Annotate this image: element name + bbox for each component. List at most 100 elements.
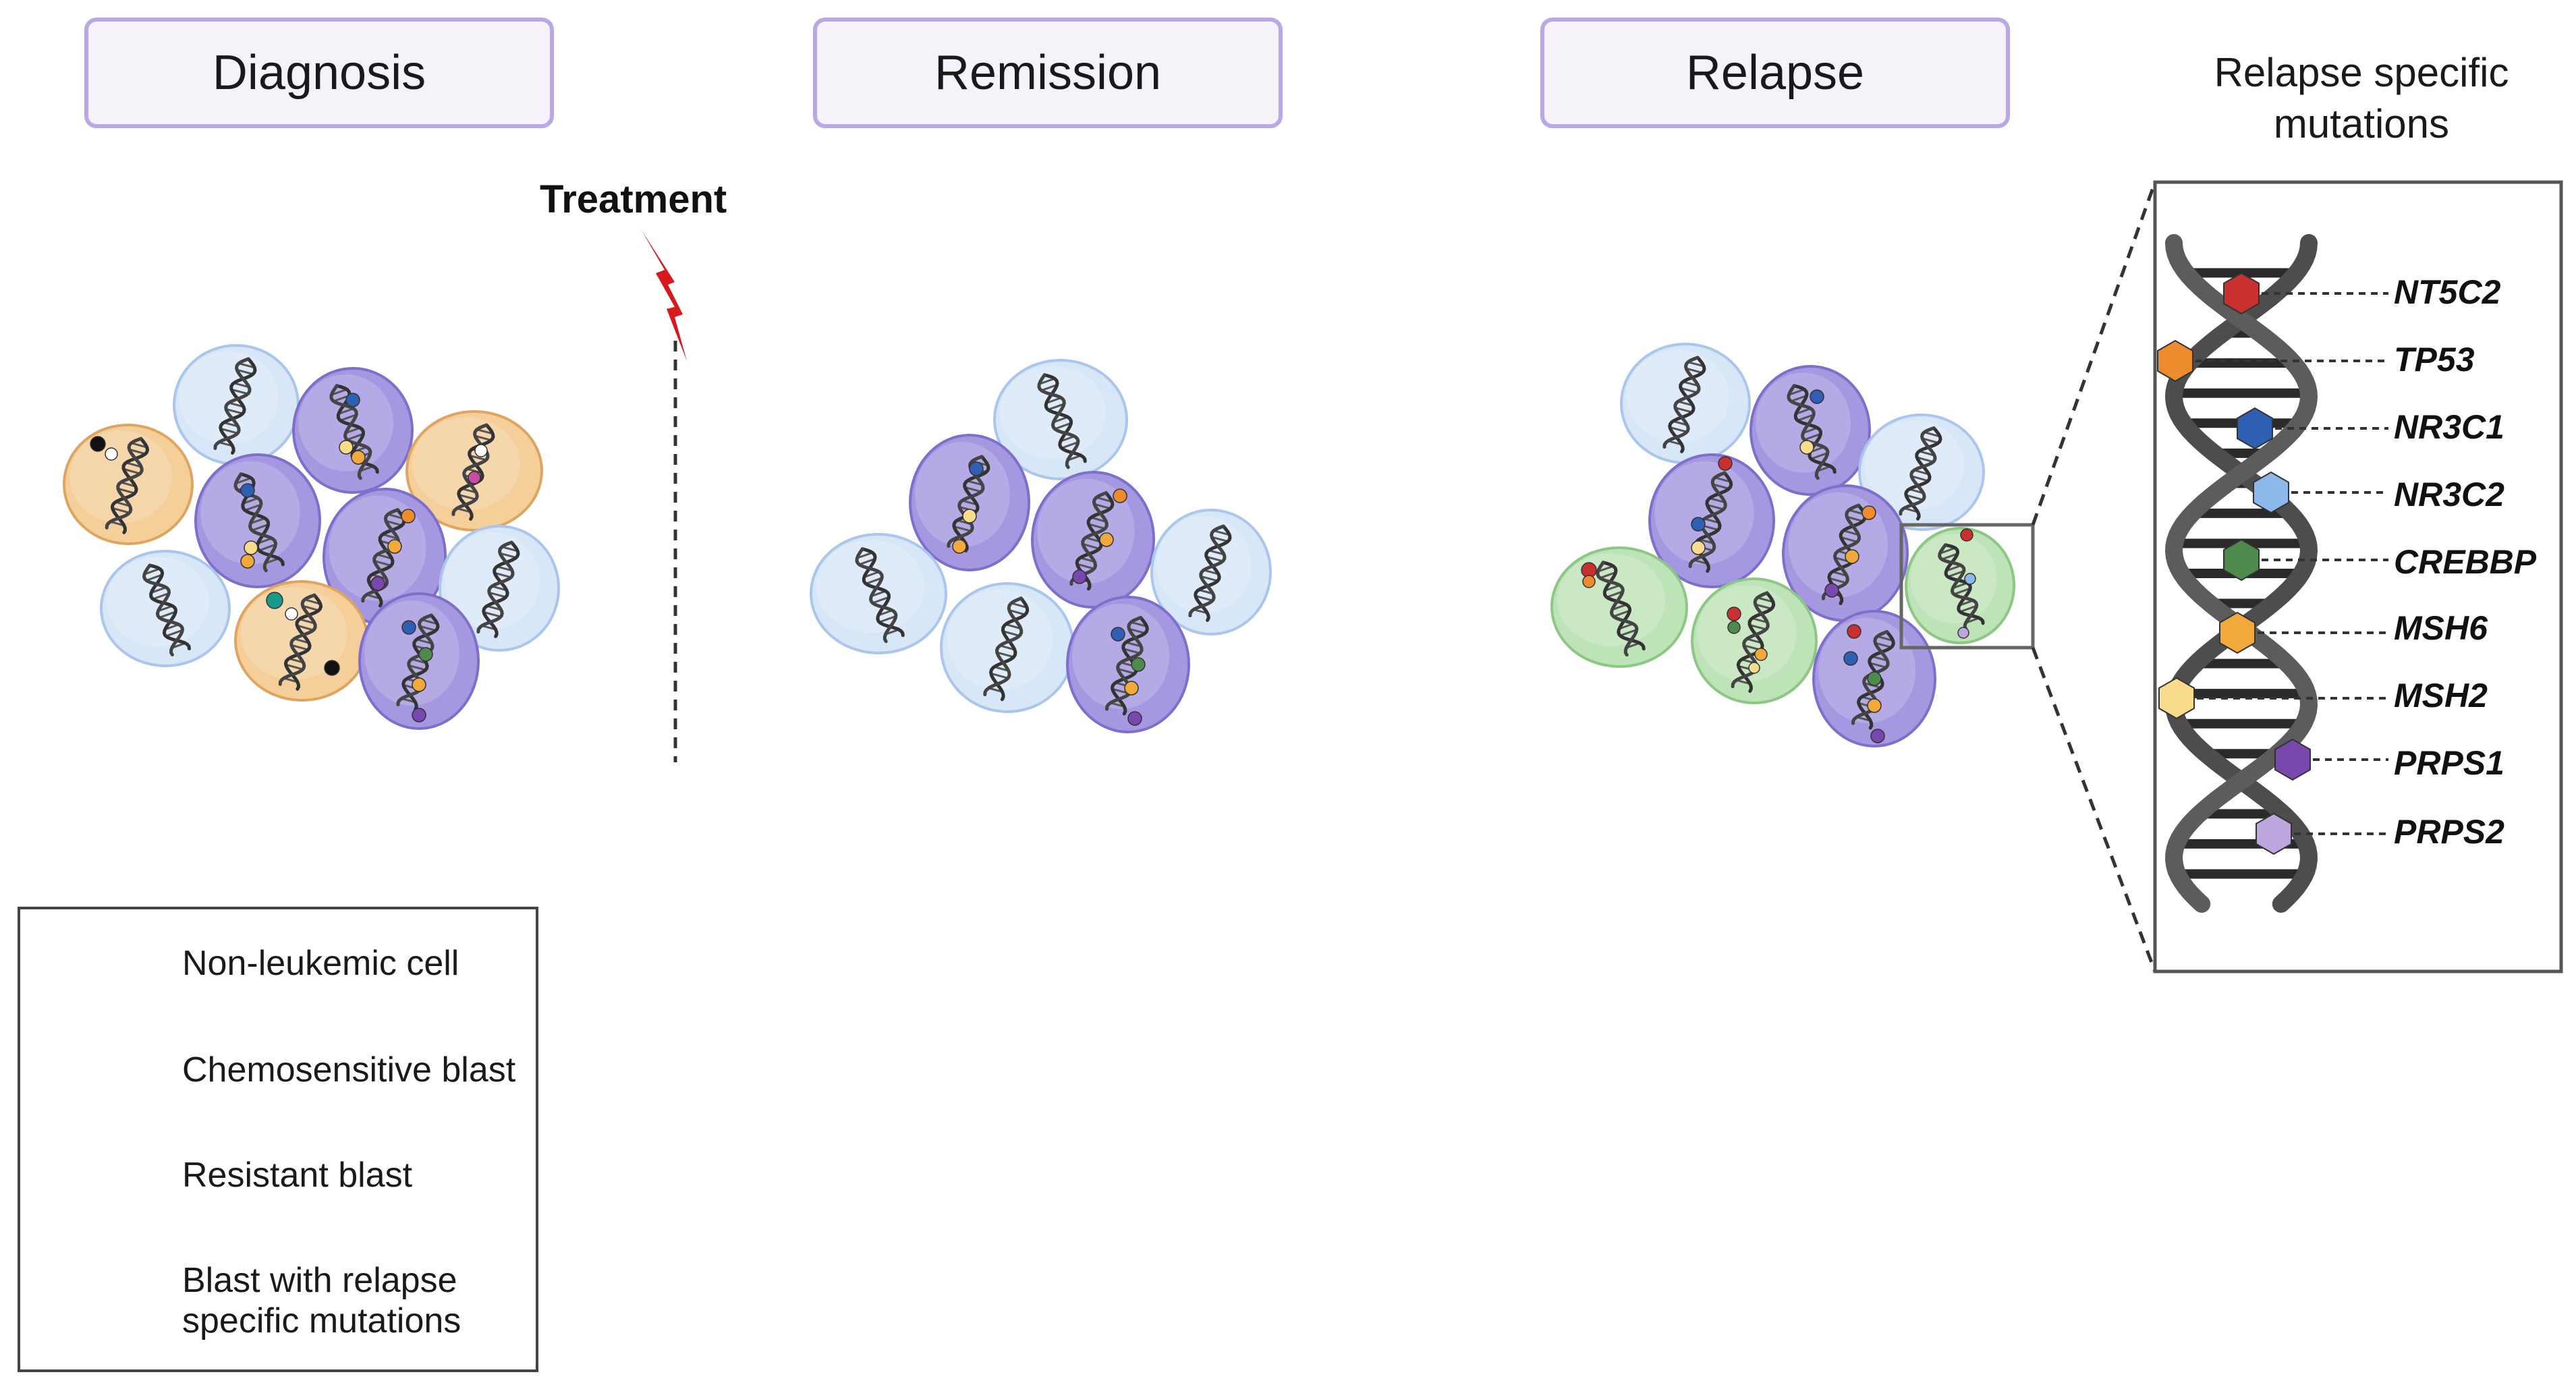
dna-helix-icon bbox=[1731, 591, 1776, 694]
cell-resistant bbox=[1749, 365, 1872, 496]
mutations-panel-title: Relapse specific mutations bbox=[2125, 47, 2576, 150]
mutations-title-line2: mutations bbox=[2273, 101, 2450, 146]
mutation-dot bbox=[370, 576, 385, 591]
mutation-dot bbox=[1727, 606, 1741, 621]
cell-resistant bbox=[1781, 484, 1909, 622]
zoom-source-box bbox=[1899, 523, 2035, 650]
cell-resistant bbox=[358, 592, 480, 730]
dna-helix-icon bbox=[1188, 524, 1232, 622]
mutation-marker-prps2 bbox=[2256, 812, 2292, 855]
gene-label-prps2: PRPS2 bbox=[2394, 813, 2504, 851]
cell-sensitive bbox=[405, 410, 543, 532]
mutation-dot bbox=[418, 647, 433, 662]
cell-resistant bbox=[322, 488, 447, 625]
lightning-bolt-icon bbox=[641, 229, 687, 361]
mutation-dot bbox=[339, 440, 354, 455]
mutation-marker-tp53 bbox=[2157, 339, 2193, 383]
mutation-dot bbox=[1957, 627, 1969, 639]
dna-helix-icon bbox=[476, 540, 520, 638]
legend-label-resistant: Resistant blast bbox=[182, 1156, 413, 1195]
mutation-dot bbox=[240, 554, 255, 569]
mutation-dot bbox=[1867, 698, 1882, 713]
mutation-dot bbox=[1960, 528, 1973, 542]
dna-helix-icon bbox=[855, 547, 905, 644]
dna-helix-icon bbox=[947, 455, 990, 553]
cell-resistant bbox=[1648, 453, 1775, 588]
relapse-cell-cluster bbox=[1550, 343, 2016, 747]
cell-relapse bbox=[1904, 527, 2016, 644]
mutation-dot bbox=[387, 539, 402, 554]
gene-label-nr3c2: NR3C2 bbox=[2394, 476, 2504, 513]
mutation-dot bbox=[90, 436, 106, 452]
dna-helix-icon bbox=[1787, 384, 1837, 480]
mutation-dot bbox=[285, 607, 298, 621]
mutation-dna-helix bbox=[2157, 234, 2388, 913]
mutation-dot bbox=[401, 620, 416, 635]
mutation-dot bbox=[1748, 662, 1760, 674]
cell-resistant bbox=[909, 434, 1030, 571]
gene-label-msh2: MSH2 bbox=[2394, 677, 2488, 714]
treatment-label: Treatment bbox=[540, 177, 727, 221]
mutation-dot bbox=[1754, 648, 1768, 661]
phase-header-diagnosis: Diagnosis bbox=[84, 18, 554, 128]
mutation-dot bbox=[1127, 711, 1142, 726]
dna-helix-icon bbox=[105, 436, 150, 534]
cell-relapse bbox=[1550, 546, 1688, 669]
cell-resistant bbox=[291, 367, 414, 494]
mutation-dot bbox=[266, 592, 283, 609]
dna-helix-icon bbox=[1899, 426, 1942, 521]
cell-normal bbox=[439, 525, 560, 652]
phase-label-remission: Remission bbox=[934, 46, 1162, 100]
legend-label-normal: Non-leukemic cell bbox=[182, 944, 459, 983]
mutation-dot bbox=[1867, 671, 1882, 686]
gene-label-tp53: TP53 bbox=[2394, 341, 2475, 378]
mutation-dot bbox=[1113, 488, 1127, 503]
cell-normal bbox=[100, 549, 231, 668]
mutation-marker-prps1 bbox=[2274, 738, 2311, 781]
phase-header-relapse: Relapse bbox=[1540, 18, 2010, 128]
mutation-marker-crebbp bbox=[2223, 538, 2260, 582]
mutation-dot bbox=[240, 483, 255, 498]
remission-cell-cluster bbox=[810, 358, 1272, 733]
cell-normal bbox=[1150, 509, 1272, 635]
mutation-dot bbox=[468, 471, 481, 484]
mutation-marker-nt5c2 bbox=[2223, 272, 2260, 315]
mutation-marker-nr3c2 bbox=[2253, 471, 2289, 514]
cell-relapse bbox=[1691, 577, 1818, 704]
mutation-dot bbox=[1691, 540, 1706, 555]
legend: Non-leukemic cell Chemosensitive blast R… bbox=[18, 907, 538, 1372]
mutation-dot bbox=[1964, 573, 1976, 585]
cell-normal bbox=[993, 358, 1128, 481]
zoom-connector-top bbox=[2031, 181, 2157, 526]
dna-helix-icon bbox=[1596, 561, 1646, 657]
mutation-dot bbox=[1810, 389, 1824, 404]
cell-normal bbox=[1620, 343, 1751, 464]
mutation-dot bbox=[412, 677, 426, 692]
mutation-marker-msh6 bbox=[2219, 611, 2256, 654]
mutations-title-line1: Relapse specific bbox=[2214, 50, 2509, 95]
legend-label-sensitive: Chemosensitive blast bbox=[182, 1050, 516, 1089]
dna-helix-icon bbox=[396, 613, 440, 711]
gene-label-prps1: PRPS1 bbox=[2394, 744, 2504, 782]
dna-helix-icon bbox=[213, 357, 257, 455]
dna-helix-icon bbox=[451, 423, 495, 521]
mutation-dot bbox=[1582, 575, 1596, 588]
mutation-marker-nr3c1 bbox=[2237, 407, 2273, 450]
gene-label-crebbp: CREBBP bbox=[2394, 543, 2537, 581]
mutation-dot bbox=[1847, 624, 1861, 639]
mutation-dot bbox=[412, 708, 426, 723]
mutation-dot bbox=[345, 393, 360, 407]
phase-label-relapse: Relapse bbox=[1685, 46, 1865, 100]
mutation-dot bbox=[474, 444, 488, 457]
phase-label-diagnosis: Diagnosis bbox=[212, 46, 426, 100]
mutation-dot bbox=[1124, 681, 1139, 696]
gene-label-nr3c1: NR3C1 bbox=[2394, 408, 2504, 446]
cell-sensitive bbox=[234, 579, 369, 702]
cell-normal bbox=[173, 344, 300, 465]
dna-helix-icon bbox=[1688, 471, 1733, 573]
mutation-dot bbox=[1845, 549, 1859, 564]
cell-normal bbox=[1858, 413, 1985, 532]
mutation-dot bbox=[1861, 505, 1876, 520]
mutation-dot bbox=[1131, 657, 1146, 672]
